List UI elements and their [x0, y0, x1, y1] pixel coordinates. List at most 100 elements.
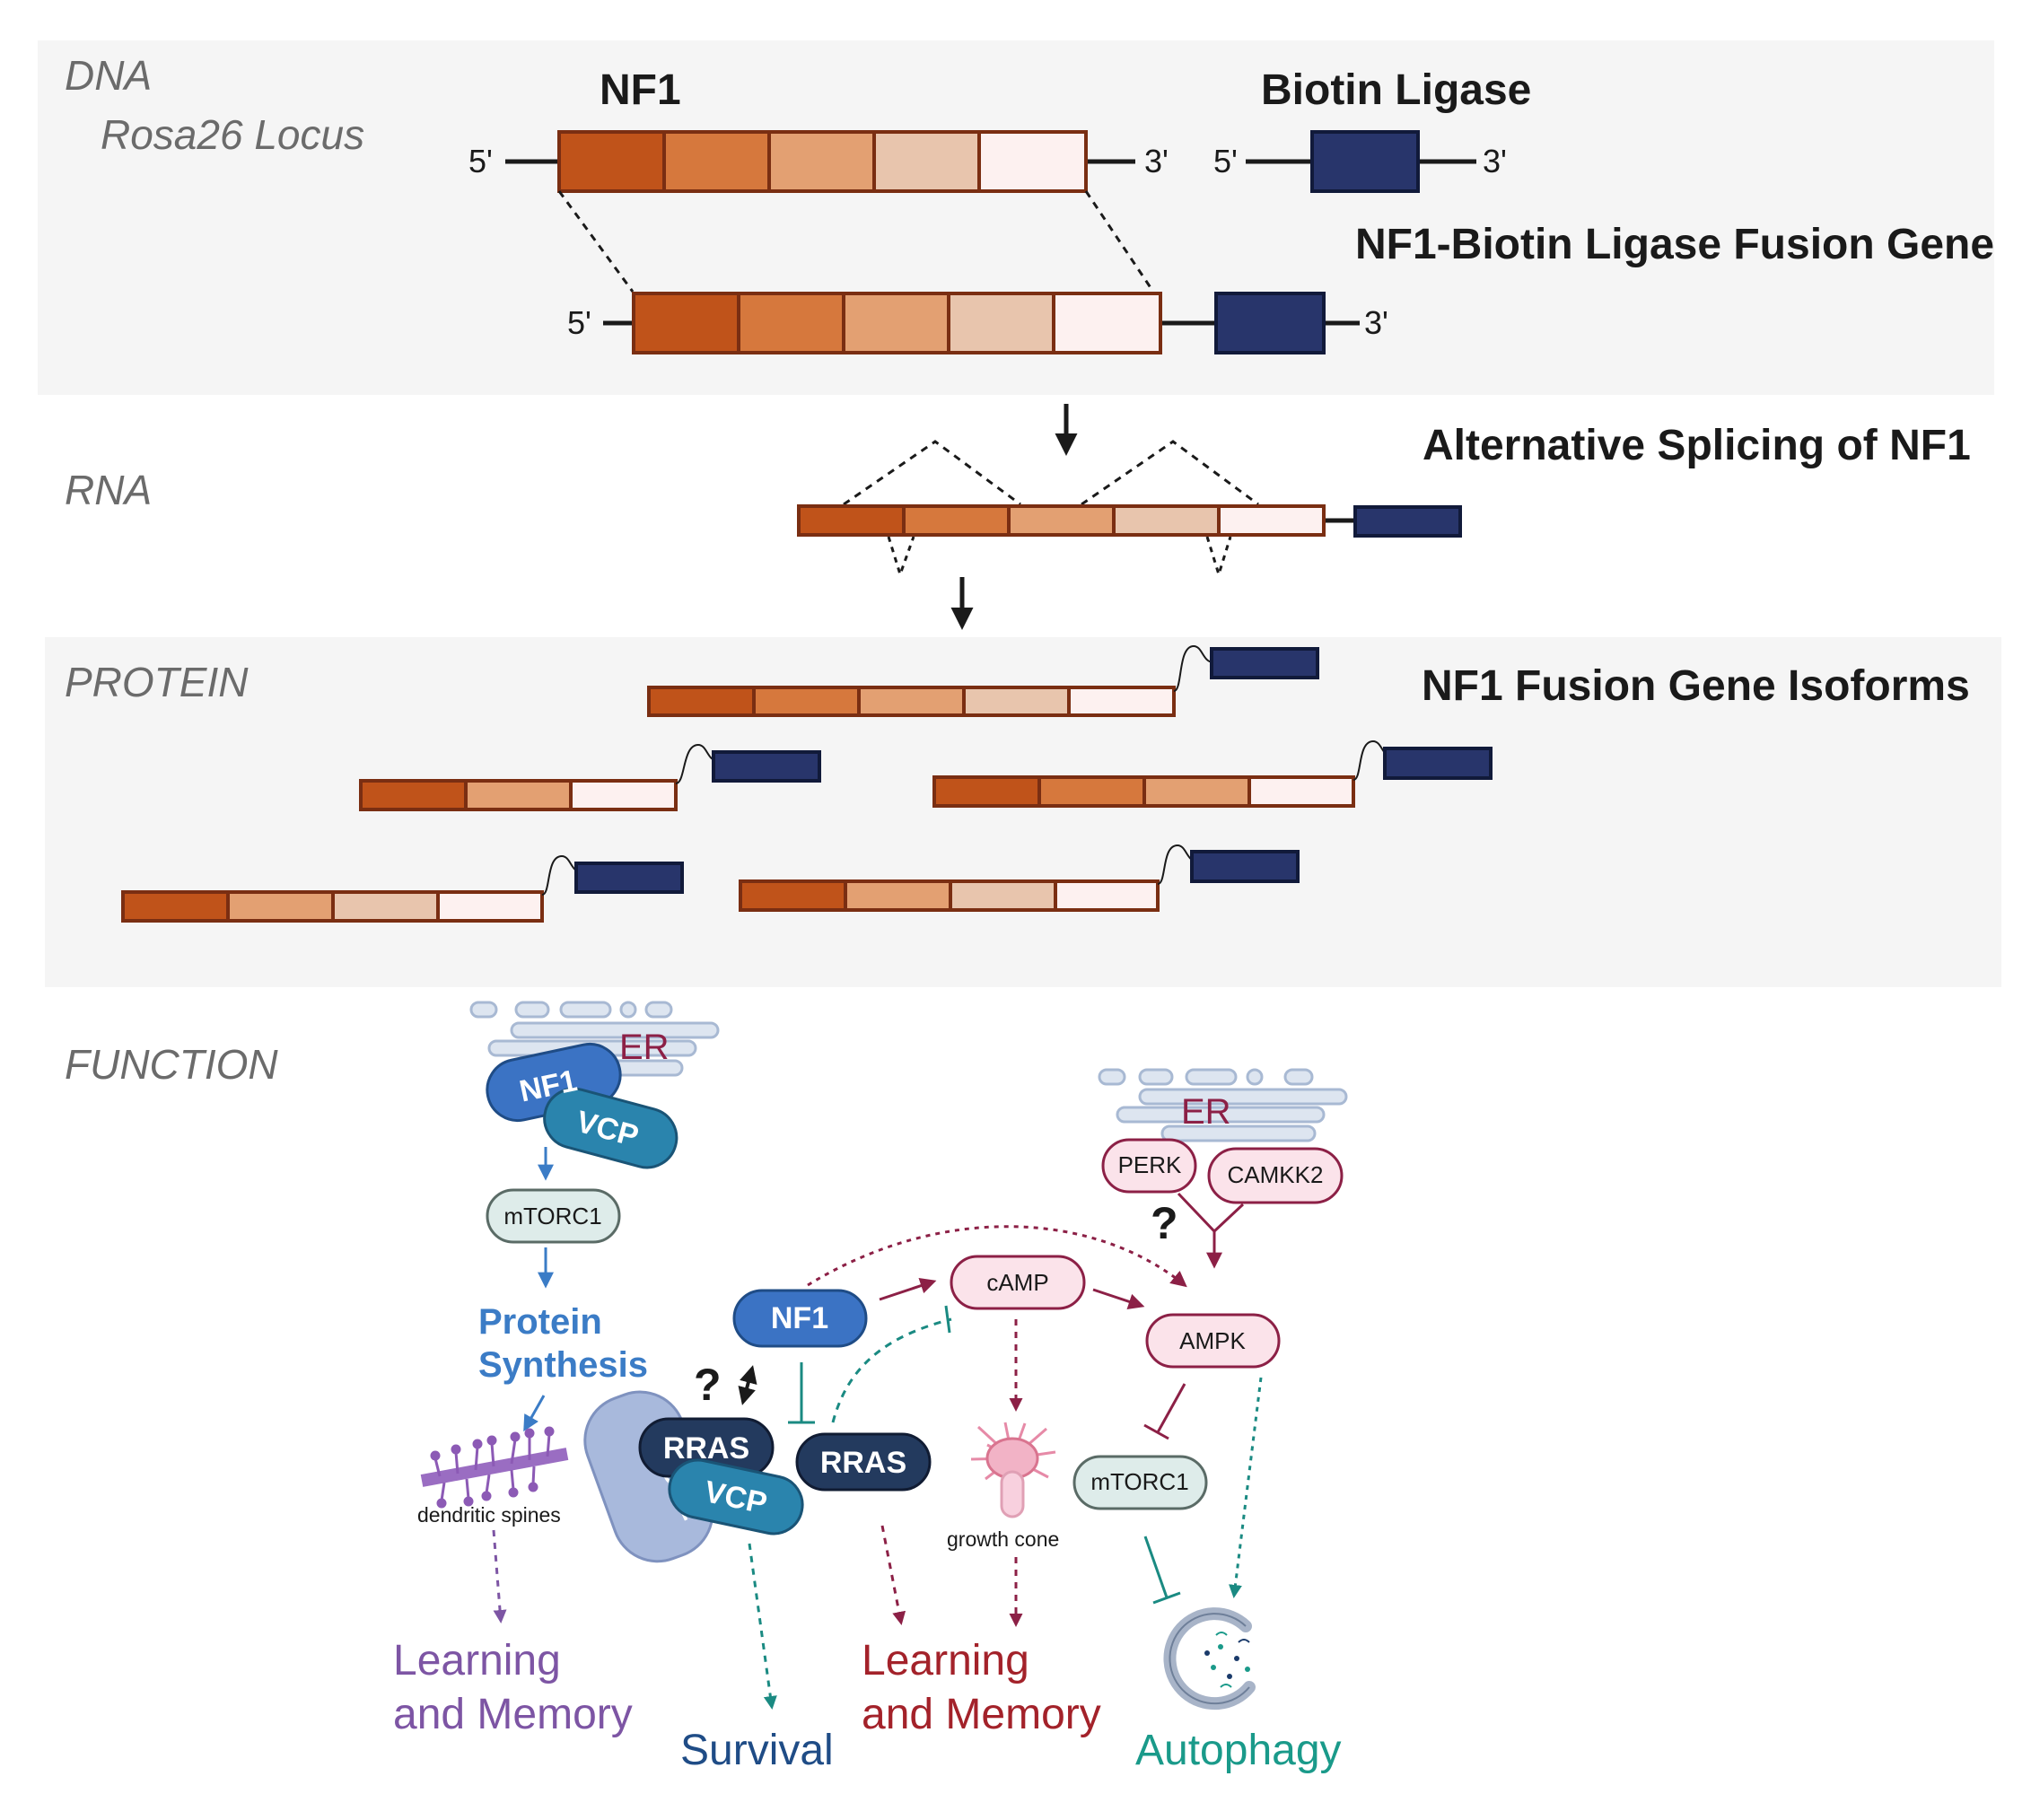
splice-junction-below-left [887, 536, 915, 579]
endoplasmic-reticulum-icon [1098, 1068, 1348, 1142]
camkk2-node [1207, 1147, 1344, 1204]
exon-1 [632, 292, 740, 354]
isoform-skip-2 [121, 854, 684, 923]
nf1-three-prime: 3' [1144, 143, 1169, 179]
rras-node-mid [795, 1432, 932, 1492]
growth-cone-label: growth cone [947, 1527, 1059, 1551]
vcp-to-survival-arrow [748, 1543, 777, 1710]
rna-ligase-block [1353, 505, 1462, 538]
rras-inhibits-camp-path [831, 1317, 952, 1423]
er-label-left: ER [619, 1028, 670, 1067]
learning-memory-right-1: Learning [862, 1637, 1029, 1684]
mtorc1-inhibits-autophagy-bar [1152, 1591, 1181, 1605]
question-mark-left: ? [694, 1360, 722, 1410]
nf1-gene-exons [557, 130, 1088, 193]
splice-junction-below-right [1205, 536, 1232, 580]
vcp-node-mid [668, 1458, 804, 1536]
growth-cone-icon [970, 1422, 1056, 1518]
exon-2 [662, 130, 771, 193]
exon-5 [1052, 292, 1162, 354]
learning-memory-left-1: Learning [393, 1637, 561, 1684]
nf1-to-ampk-dotted-arc [807, 1225, 1187, 1288]
ampk-inhibits-mtorc1-bar [1143, 1423, 1169, 1440]
exon-3 [767, 130, 876, 193]
nf1-five-prime: 5' [468, 143, 493, 179]
rna-label: RNA [65, 467, 152, 513]
exon-3 [842, 292, 950, 354]
ampk-inhibits-mtorc1-line [1156, 1383, 1186, 1433]
isoform-skip-2-4 [359, 743, 821, 811]
rras-label-mid: RRAS [820, 1446, 906, 1480]
camp-to-ampk-arrow [1092, 1288, 1145, 1309]
fusion-ligase-block [1214, 292, 1326, 354]
protein-label: PROTEIN [65, 659, 249, 705]
camp-label: cAMP [986, 1269, 1048, 1296]
ligase-three-prime: 3' [1483, 143, 1507, 179]
mtorc1-inhibits-autophagy-line [1143, 1536, 1169, 1598]
autophagosome-icon [1163, 1607, 1256, 1711]
fusion-three-prime: 3' [1364, 304, 1388, 341]
dendritic-spines-label: dendritic spines [417, 1503, 561, 1527]
isoform-skip-2-alt [739, 844, 1300, 912]
mtorc1-label-left: mTORC1 [503, 1203, 601, 1229]
exon-5 [1217, 504, 1326, 537]
dendritic-spine-icon [420, 1426, 569, 1509]
ampk-to-autophagy-arrow [1229, 1377, 1263, 1598]
exon-3 [1007, 504, 1116, 537]
vcp-node-left [543, 1087, 678, 1169]
nf1-rras-bidirectional-arrow [738, 1365, 757, 1405]
learning-memory-right-2: and Memory [862, 1691, 1101, 1738]
rras-to-learning-arrow [880, 1525, 906, 1625]
function-label: FUNCTION [65, 1041, 278, 1088]
rosa26-locus-label: Rosa26 Locus [101, 111, 364, 158]
exon-1 [797, 504, 906, 537]
biotin-ligase-block [1310, 130, 1420, 193]
exon-2 [902, 504, 1011, 537]
rras-label-left: RRAS [663, 1431, 749, 1466]
autophagy-label: Autophagy [1135, 1727, 1342, 1774]
question-mark-right: ? [1151, 1198, 1178, 1248]
camp-node [950, 1255, 1086, 1310]
synthesis-to-spines-arrow [523, 1395, 546, 1432]
nf1-label-mid: NF1 [771, 1301, 828, 1335]
perk-label: PERK [1118, 1151, 1182, 1178]
camkk2-label: CAMKK2 [1228, 1161, 1324, 1188]
alt-splicing-title: Alternative Splicing of NF1 [1423, 422, 1971, 469]
isoform-full [647, 644, 1319, 717]
exon-4 [1112, 504, 1221, 537]
survival-label: Survival [680, 1727, 834, 1774]
ampk-node [1145, 1313, 1281, 1369]
fusion-gene-exons [632, 292, 1162, 354]
projection-right [1084, 190, 1155, 293]
exon-5 [977, 130, 1088, 193]
mtorc1-label-right: mTORC1 [1090, 1468, 1188, 1495]
protein-synthesis-label-1: Protein [478, 1302, 602, 1342]
protein-synthesis-label-2: Synthesis [478, 1345, 648, 1385]
learning-memory-left-2: and Memory [393, 1691, 633, 1738]
nf1-gene-title: NF1 [600, 66, 681, 114]
mtorc1-node-right [1072, 1455, 1208, 1510]
mtorc1-node-left [486, 1188, 621, 1244]
splice-junction-left [843, 440, 1021, 506]
splice-junction-right [1081, 440, 1259, 506]
spines-to-learning-arrow [492, 1529, 507, 1623]
er-label-right: ER [1181, 1092, 1231, 1132]
rna-transcript-exons [797, 504, 1326, 537]
exon-4 [872, 130, 981, 193]
nf1-node-mid [732, 1289, 868, 1348]
perk-node [1101, 1138, 1197, 1194]
nf1-to-camp-arrow [879, 1278, 937, 1301]
ligase-five-prime: 5' [1213, 143, 1238, 179]
ampk-label: AMPK [1179, 1327, 1246, 1354]
isoforms-title: NF1 Fusion Gene Isoforms [1422, 662, 1970, 710]
rras-inhibits-camp-bar [944, 1305, 951, 1334]
isoform-skip-4 [932, 739, 1493, 808]
fusion-five-prime: 5' [567, 304, 591, 341]
exon-4 [947, 292, 1055, 354]
exon-1 [557, 130, 666, 193]
fusion-gene-title: NF1-Biotin Ligase Fusion Gene [1355, 221, 1994, 268]
biotin-ligase-title: Biotin Ligase [1261, 66, 1531, 114]
dna-label: DNA [65, 52, 152, 99]
exon-2 [737, 292, 845, 354]
